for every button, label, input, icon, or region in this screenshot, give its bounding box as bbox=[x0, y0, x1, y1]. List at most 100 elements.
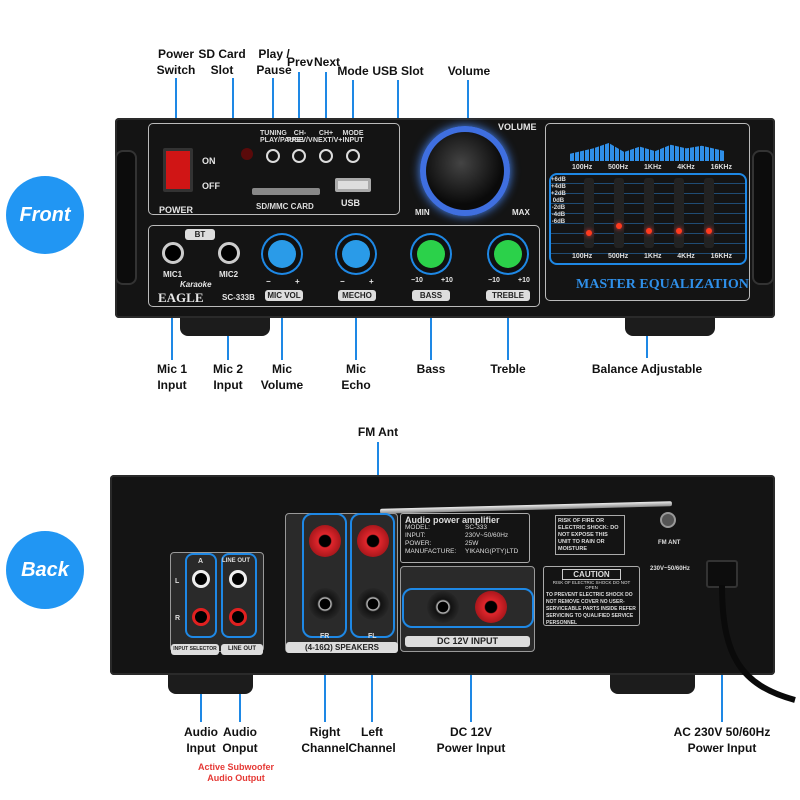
line-out-left-rca[interactable] bbox=[229, 570, 247, 588]
off-label: OFF bbox=[202, 181, 220, 191]
next-label: CH+ NEXT/V+ bbox=[313, 130, 343, 144]
volume-min: MIN bbox=[415, 208, 430, 217]
dc-input-outline bbox=[402, 588, 534, 628]
eq-slider-100hz[interactable] bbox=[584, 178, 594, 248]
karaoke-logo: Karaoke bbox=[180, 280, 212, 289]
power-switch-label: Power Switch bbox=[156, 47, 196, 77]
a-label: A bbox=[198, 558, 204, 565]
mic-echo-knob[interactable] bbox=[342, 240, 370, 268]
fm-ant-callout: FM Ant bbox=[357, 425, 399, 439]
eq-top-freqs: 100Hz 500Hz 1KHz 4KHz 16KHz bbox=[572, 164, 732, 171]
subwoofer-note: Active Subwoofer Audio Output bbox=[197, 762, 274, 783]
prev-button[interactable] bbox=[292, 149, 306, 163]
eq-title: MASTER EQUALIZATION bbox=[576, 277, 749, 292]
eq-slider-500hz[interactable] bbox=[614, 178, 624, 248]
right-channel-callout: Right Channel bbox=[301, 725, 349, 755]
eq-slider-4khz[interactable] bbox=[674, 178, 684, 248]
eq-freq: 16KHz bbox=[710, 253, 732, 260]
mic2-input-callout: Mic 2 Input bbox=[212, 362, 243, 392]
eq-db: +4dB bbox=[551, 184, 566, 190]
treble-max: +10 bbox=[518, 277, 530, 284]
ac-power-callout: AC 230V 50/60Hz Power Input bbox=[673, 725, 771, 755]
spec-value: SC-333 bbox=[465, 524, 488, 531]
volume-knob[interactable] bbox=[420, 126, 510, 216]
mic2-jack[interactable] bbox=[218, 242, 240, 264]
spec-title: Audio power amplifier bbox=[405, 515, 500, 525]
next-callout: Next bbox=[313, 55, 341, 69]
treble-plate: TREBLE bbox=[486, 290, 530, 301]
eq-db: -4dB bbox=[551, 212, 566, 218]
bass-knob[interactable] bbox=[417, 240, 445, 268]
treble-knob[interactable] bbox=[494, 240, 522, 268]
eq-freq: 4KHz bbox=[677, 253, 695, 260]
bass-callout: Bass bbox=[416, 362, 446, 376]
audio-input-left-rca[interactable] bbox=[192, 570, 210, 588]
spec-key: MODEL: bbox=[405, 524, 430, 531]
eq-db: -6dB bbox=[551, 219, 566, 225]
spec-key: INPUT: bbox=[405, 532, 426, 539]
back-foot-right bbox=[610, 672, 695, 694]
bt-label: BT bbox=[185, 229, 215, 240]
eq-freq: 500Hz bbox=[608, 164, 629, 171]
warning-label: RISK OF FIRE OR ELECTRIC SHOCK: DO NOT E… bbox=[555, 515, 625, 555]
back-foot-left bbox=[168, 672, 253, 694]
eq-freq: 16KHz bbox=[710, 164, 732, 171]
fm-ant-label: FM ANT bbox=[658, 540, 681, 546]
audio-input-callout: Audio Input bbox=[184, 725, 218, 755]
caution-title: CAUTION bbox=[562, 569, 621, 580]
fr-negative-terminal[interactable] bbox=[309, 588, 341, 620]
dc-12v-callout: DC 12V Power Input bbox=[436, 725, 506, 755]
bass-min: −10 bbox=[411, 277, 423, 284]
mic1-jack[interactable] bbox=[162, 242, 184, 264]
fr-label: FR bbox=[320, 633, 330, 640]
mic1-label: MIC1 bbox=[163, 270, 183, 279]
eq-slider-16khz[interactable] bbox=[704, 178, 714, 248]
audio-output-callout: Audio Onput bbox=[222, 725, 258, 755]
line-out-right-rca[interactable] bbox=[229, 608, 247, 626]
next-button[interactable] bbox=[319, 149, 333, 163]
eq-slider-1khz[interactable] bbox=[644, 178, 654, 248]
power-label: POWER bbox=[159, 205, 194, 215]
front-handle-left bbox=[115, 150, 137, 285]
input-selector-plate: INPUT SELECTOR bbox=[171, 644, 219, 655]
fl-negative-terminal[interactable] bbox=[357, 588, 389, 620]
eq-db: -2dB bbox=[551, 205, 566, 211]
eq-freq: 100Hz bbox=[572, 253, 593, 260]
volume-title: VOLUME bbox=[498, 122, 537, 132]
sd-card-slot[interactable] bbox=[252, 188, 320, 195]
mode-button[interactable] bbox=[346, 149, 360, 163]
ir-led bbox=[241, 148, 253, 160]
line-out-outline bbox=[221, 553, 257, 638]
front-badge: Front bbox=[6, 176, 84, 254]
spec-label: Audio power amplifier MODEL: SC-333 INPUT… bbox=[400, 513, 530, 563]
usb-label: USB bbox=[341, 198, 361, 208]
eq-freq: 100Hz bbox=[572, 164, 593, 171]
mic-vol-minus: − bbox=[266, 277, 271, 286]
sd-label: SD/MMC CARD bbox=[256, 202, 314, 211]
mic-echo-plate: MECHO bbox=[338, 290, 376, 301]
spec-value: 25W bbox=[465, 540, 479, 547]
fr-positive-terminal[interactable] bbox=[309, 525, 341, 557]
line-out-top-label: LINE OUT bbox=[222, 558, 250, 564]
play-pause-button[interactable] bbox=[266, 149, 280, 163]
front-handle-right bbox=[752, 150, 774, 285]
bass-max: +10 bbox=[441, 277, 453, 284]
mic-volume-knob[interactable] bbox=[268, 240, 296, 268]
source-panel bbox=[148, 123, 400, 215]
fm-ant-connector[interactable] bbox=[660, 512, 676, 528]
mic-echo-plus: + bbox=[369, 277, 374, 286]
spec-value: YIKANG(PTY)LTD bbox=[465, 548, 519, 555]
dc-negative-terminal[interactable] bbox=[427, 591, 459, 623]
power-switch[interactable] bbox=[163, 148, 193, 192]
mic2-label: MIC2 bbox=[219, 270, 239, 279]
eq-bottom-freqs: 100Hz 500Hz 1KHz 4KHz 16KHz bbox=[572, 253, 732, 260]
dc-positive-terminal[interactable] bbox=[475, 591, 507, 623]
audio-input-right-rca[interactable] bbox=[192, 608, 210, 626]
caution-sub: RISK OF ELECTRIC SHOCK DO NOT OPEN bbox=[552, 580, 631, 590]
fl-positive-terminal[interactable] bbox=[357, 525, 389, 557]
play-pause-label: TUNING PLAY/PAUSE bbox=[260, 130, 304, 144]
balance-callout: Balance Adjustable bbox=[591, 362, 703, 376]
usb-slot[interactable] bbox=[335, 178, 371, 192]
back-badge: Back bbox=[6, 531, 84, 609]
caution-label: CAUTION RISK OF ELECTRIC SHOCK DO NOT OP… bbox=[543, 566, 640, 626]
